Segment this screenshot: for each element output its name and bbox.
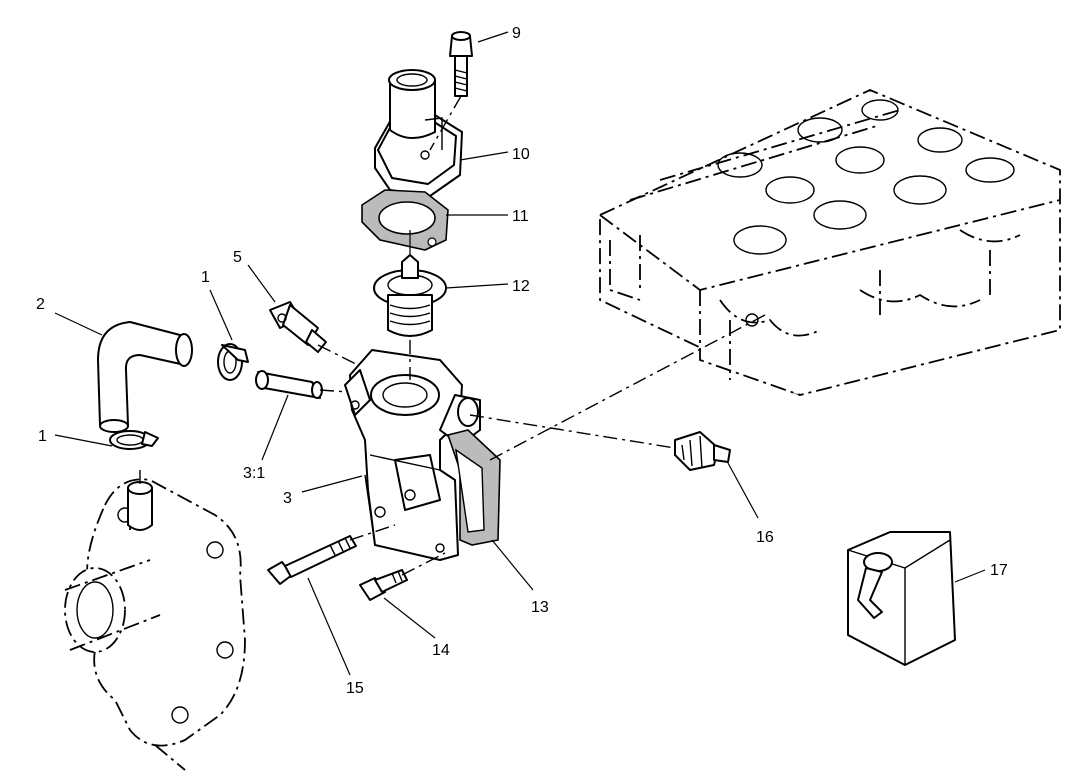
callout-3-1: 3:1 <box>243 465 265 482</box>
hose-clamp-upper <box>217 343 249 381</box>
callout-3: 3 <box>283 490 292 507</box>
bolt-15 <box>267 535 357 585</box>
callout-9: 9 <box>512 25 521 42</box>
leader-lines <box>54 31 986 676</box>
callout-5: 5 <box>233 249 242 266</box>
thermostat-housing <box>344 349 481 561</box>
temperature-sender <box>269 301 327 353</box>
bolt-9 <box>449 31 473 97</box>
callout-10: 10 <box>512 146 530 163</box>
thermostat-cover <box>374 69 463 197</box>
fitting-16 <box>674 431 731 471</box>
callout-13: 13 <box>531 599 549 616</box>
assembly-centerlines <box>139 95 766 576</box>
callout-12: 12 <box>512 278 530 295</box>
callout-labels: 9 10 11 12 5 1 2 1 3:1 3 16 13 14 15 17 <box>36 25 1008 697</box>
bypass-nipple <box>255 370 323 399</box>
bypass-hose <box>97 321 193 433</box>
water-pump-phantom <box>64 478 246 771</box>
callout-1-lower: 1 <box>38 428 47 445</box>
thermostat <box>373 230 447 337</box>
callout-1-upper: 1 <box>201 269 210 286</box>
callout-2: 2 <box>36 296 45 313</box>
callout-17: 17 <box>990 562 1008 579</box>
hose-clamp-lower <box>109 430 159 450</box>
callout-11: 11 <box>512 208 529 225</box>
flange-gasket <box>446 429 501 546</box>
callout-14: 14 <box>432 642 450 659</box>
cover-gasket <box>361 189 449 251</box>
callout-16: 16 <box>756 529 774 546</box>
cylinder-head-phantom <box>599 89 1061 396</box>
bolt-14 <box>359 569 408 601</box>
coolant-container <box>847 531 956 666</box>
callout-15: 15 <box>346 680 364 697</box>
